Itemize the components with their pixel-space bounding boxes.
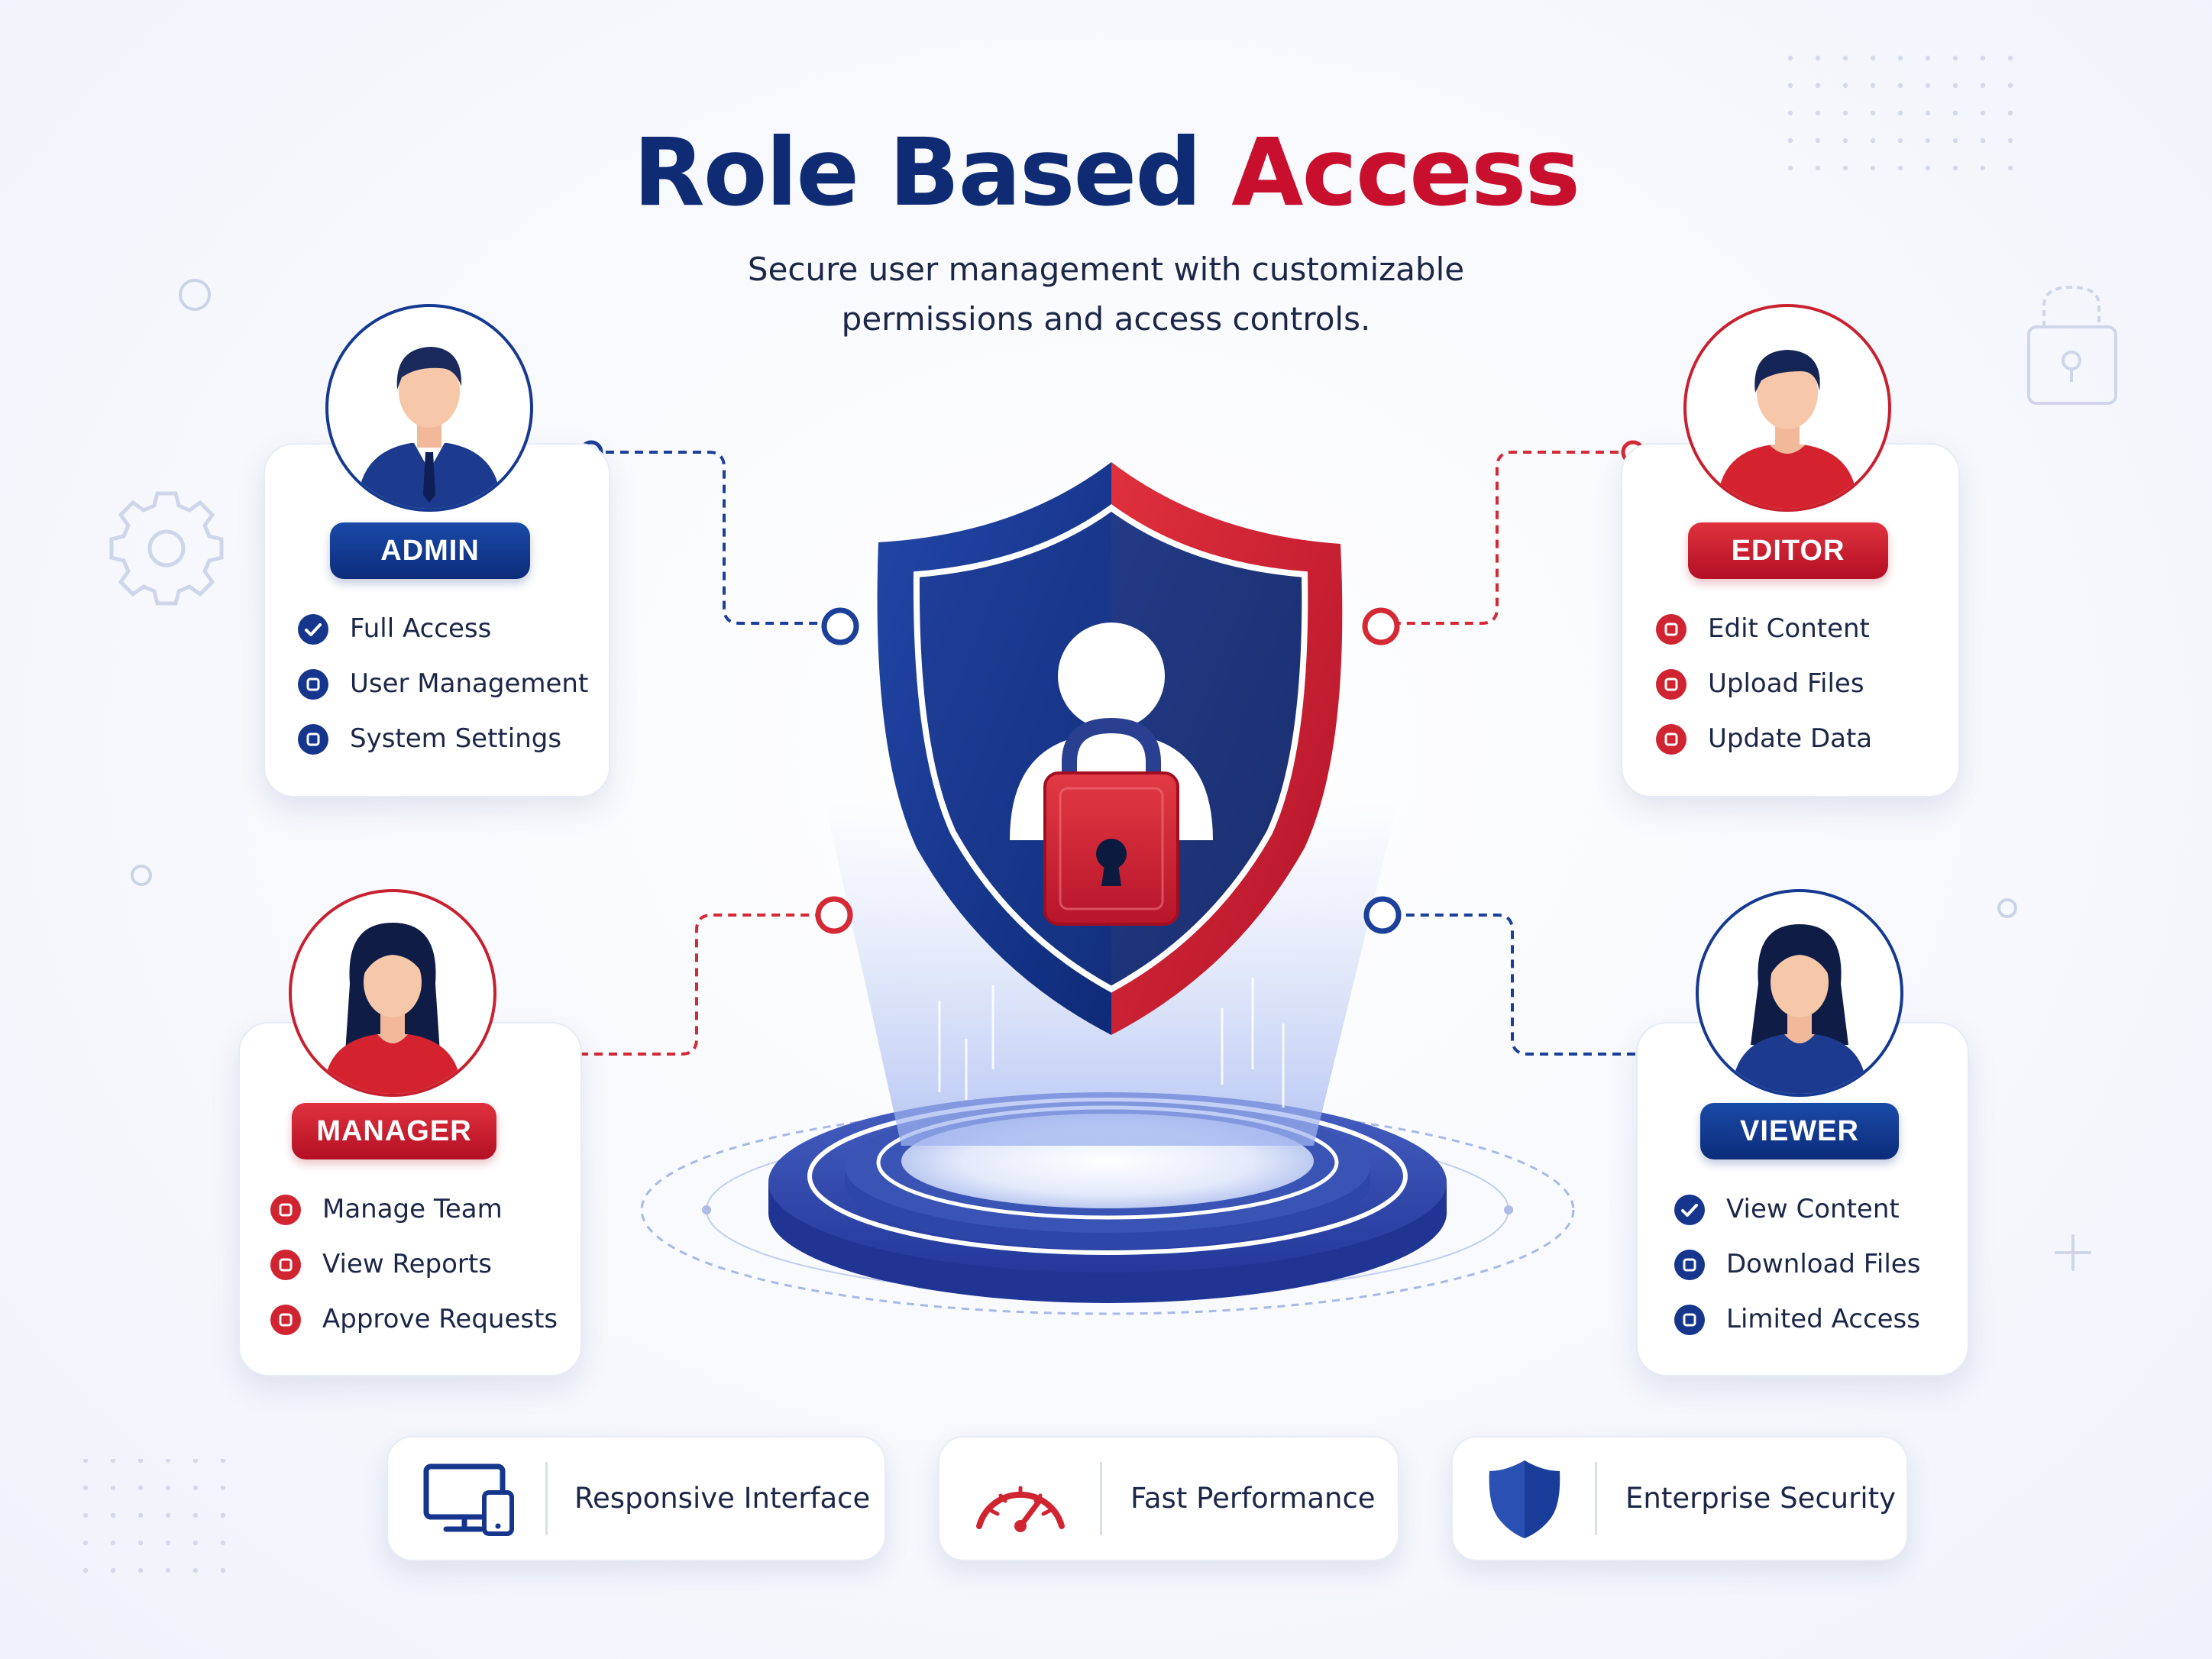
data-icon	[1656, 724, 1686, 755]
avatar-admin	[325, 304, 533, 512]
connector-admin	[579, 440, 859, 645]
decor-ring	[131, 865, 152, 886]
check-icon	[1674, 1195, 1705, 1225]
feature-responsive-interface: Responsive Interface	[386, 1436, 886, 1561]
speedometer-icon	[976, 1486, 1065, 1532]
orbit-ring	[640, 1104, 1575, 1315]
role-badge-admin: ADMIN	[330, 522, 530, 579]
subtitle-line-1: Secure user management with customizable	[747, 251, 1465, 288]
decor-ring	[1997, 898, 2017, 918]
connector-viewer	[1363, 896, 1662, 1066]
padlock-outline-icon	[2027, 285, 2117, 405]
avatar-viewer	[1696, 889, 1903, 1097]
plus-icon	[2055, 1234, 2091, 1271]
feature-label: Enterprise Security	[1625, 1482, 1897, 1515]
page-title: Role Based Access	[0, 126, 2212, 219]
avatar-manager	[289, 889, 496, 1097]
feature-fast-performance: Fast Performance	[938, 1436, 1399, 1561]
dot-grid-bottom-left	[76, 1459, 229, 1589]
check-icon	[298, 614, 328, 645]
lock-shackle	[1062, 717, 1161, 779]
dot-grid-top-right	[1769, 55, 2013, 177]
role-badge-manager: MANAGER	[292, 1103, 496, 1159]
report-icon	[270, 1250, 301, 1280]
feature-enterprise-security: Enterprise Security	[1451, 1436, 1908, 1561]
feature-label: Fast Performance	[1130, 1482, 1376, 1515]
subtitle: Secure user management with customizable…	[687, 244, 1525, 344]
title-part-1: Role Based	[632, 118, 1202, 227]
shield-icon	[1489, 1460, 1560, 1538]
beam-sparks	[938, 978, 1285, 1108]
permission-icon	[298, 724, 328, 755]
devices-icon	[423, 1463, 514, 1536]
security-shield	[877, 462, 1343, 1035]
subtitle-line-2: permissions and access controls.	[841, 300, 1371, 338]
avatar-editor	[1683, 304, 1891, 512]
edit-icon	[1656, 614, 1686, 645]
download-icon	[1674, 1250, 1705, 1280]
team-icon	[270, 1195, 301, 1225]
limited-icon	[1674, 1305, 1705, 1335]
role-badge-viewer: VIEWER	[1700, 1103, 1899, 1159]
title-part-2: Access	[1231, 118, 1580, 227]
connector-manager	[553, 896, 853, 1066]
decor-ring	[179, 279, 211, 311]
feature-label: Responsive Interface	[574, 1482, 871, 1515]
upload-icon	[1656, 669, 1686, 700]
approve-icon	[270, 1305, 301, 1335]
role-badge-editor: EDITOR	[1688, 522, 1888, 579]
permission-icon	[298, 669, 328, 700]
connector-editor	[1362, 440, 1645, 645]
gear-icon	[109, 491, 224, 606]
